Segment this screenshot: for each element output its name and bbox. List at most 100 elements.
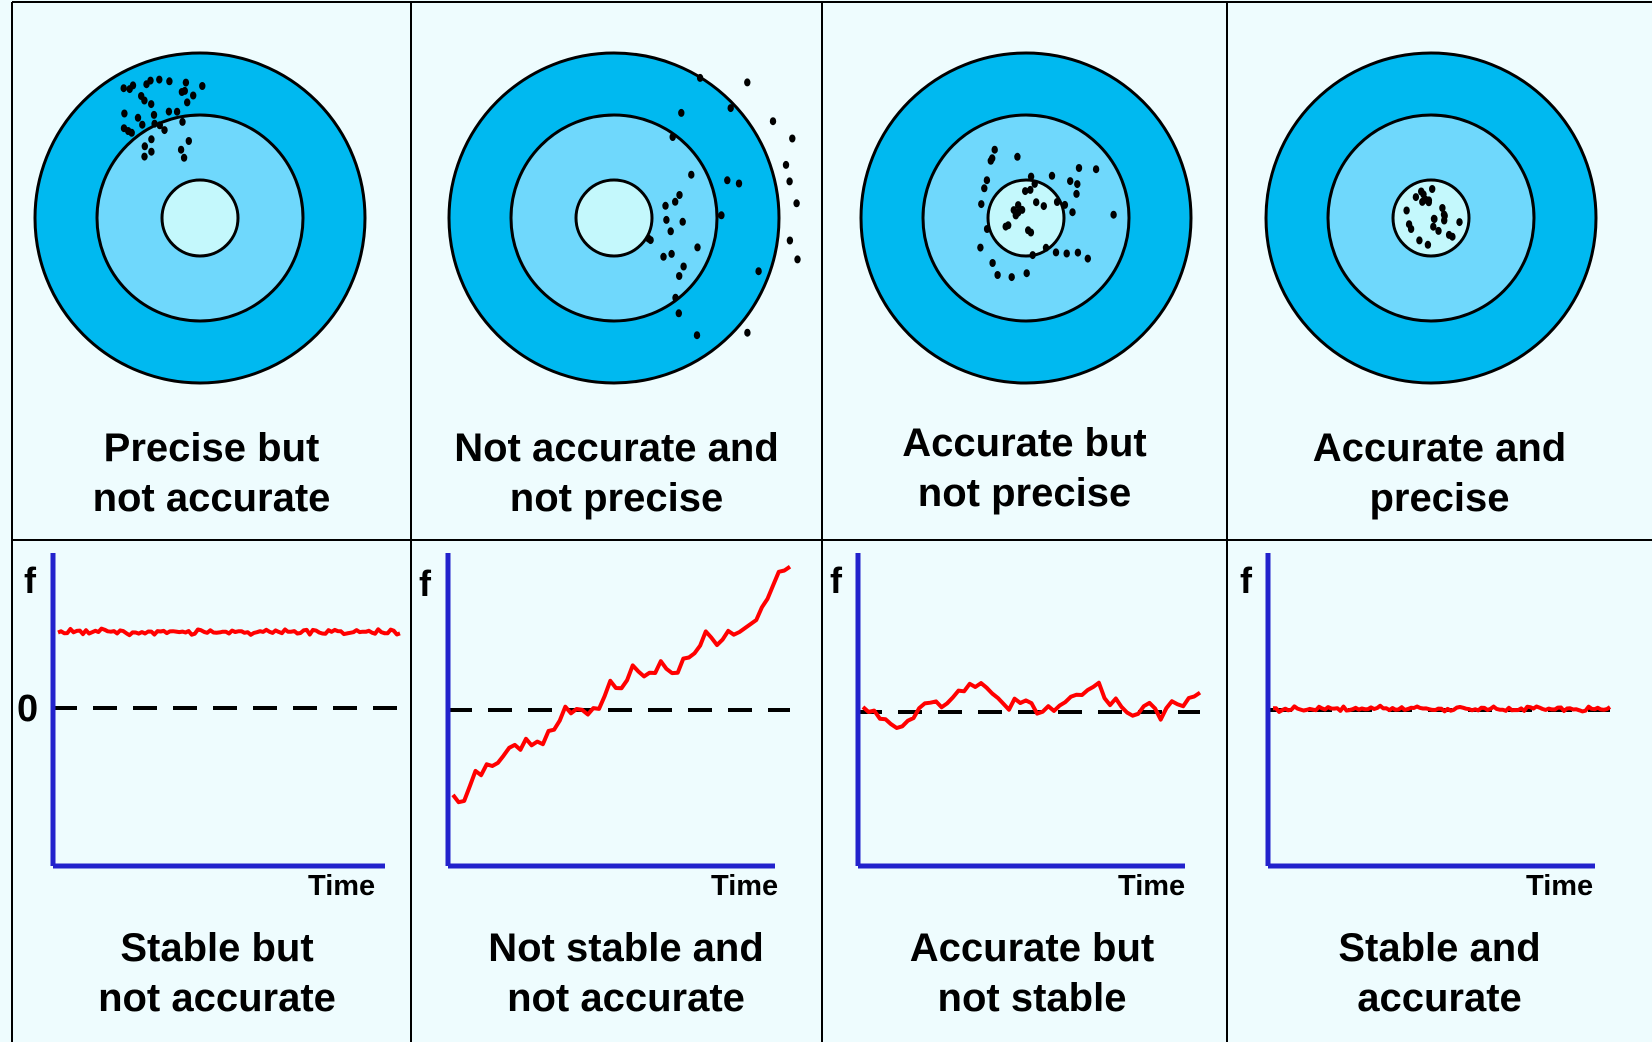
shot-dot xyxy=(166,77,172,85)
shot-dot xyxy=(978,200,984,208)
shot-dot xyxy=(668,227,674,235)
graph-caption-stable-and-accurate: Stable and accurate xyxy=(1227,923,1652,1023)
x-axis-label: Time xyxy=(1118,870,1185,903)
shot-dot xyxy=(1093,165,1099,173)
shot-dot xyxy=(183,79,189,87)
shot-dot xyxy=(676,309,682,317)
shot-dot xyxy=(670,133,676,141)
shot-dot xyxy=(1076,164,1082,172)
target-caption-line: Not accurate and xyxy=(411,423,822,473)
target-caption-line: not precise xyxy=(411,473,822,523)
target-caption-line: not accurate xyxy=(12,473,411,523)
shot-dot xyxy=(1064,250,1070,258)
shot-dot xyxy=(1023,269,1029,277)
shot-dot xyxy=(724,176,730,184)
shot-dot xyxy=(121,124,127,132)
shot-dot xyxy=(668,250,674,258)
shot-dot xyxy=(984,225,990,233)
shot-dot xyxy=(662,202,668,210)
graph-caption-line: Not stable and xyxy=(411,923,841,973)
shot-dot xyxy=(680,263,686,271)
shot-dot xyxy=(181,154,187,162)
shot-dot xyxy=(1053,248,1059,256)
shot-dot xyxy=(1425,241,1431,249)
shot-dot xyxy=(1067,177,1073,185)
graph-caption-line: not accurate xyxy=(12,973,422,1023)
shot-dot xyxy=(1009,273,1015,281)
shot-dot xyxy=(994,271,1000,279)
shot-dot xyxy=(680,218,686,226)
shot-dot xyxy=(676,272,682,280)
shot-dot xyxy=(694,243,700,251)
target-caption-not-accurate-not-precise: Not accurate and not precise xyxy=(411,423,822,523)
shot-dot xyxy=(728,104,734,112)
shot-dot xyxy=(1075,249,1081,257)
shot-dot xyxy=(1041,202,1047,210)
shot-dot xyxy=(1449,233,1455,241)
shot-dot xyxy=(1069,208,1075,216)
shot-dot xyxy=(1073,190,1079,198)
shot-dot xyxy=(755,267,761,275)
shot-dot xyxy=(141,153,147,161)
shot-dot xyxy=(190,92,196,100)
shot-dot xyxy=(1062,201,1068,209)
shot-dot xyxy=(1110,211,1116,219)
target-caption-accurate-not-precise: Accurate but not precise xyxy=(822,418,1227,518)
shot-dot xyxy=(179,118,185,126)
shot-dot xyxy=(789,135,795,143)
y-axis-label: f xyxy=(419,563,431,605)
target-caption-line: Precise but xyxy=(12,423,411,473)
shot-dot xyxy=(794,255,800,263)
shot-dot xyxy=(1043,244,1049,252)
shot-dot xyxy=(129,129,135,137)
shot-dot xyxy=(672,198,678,206)
y-axis-label: f xyxy=(24,560,36,602)
graph-caption-stable-not-accurate: Stable but not accurate xyxy=(12,923,422,1023)
shot-dot xyxy=(1413,193,1419,201)
shot-dot xyxy=(1030,251,1036,259)
target-3 xyxy=(861,53,1191,383)
shot-dot xyxy=(151,111,157,119)
shot-dot xyxy=(199,82,205,90)
shot-dot xyxy=(678,109,684,117)
shot-dot xyxy=(1022,187,1028,195)
graph-caption-accurate-not-stable: Accurate but not stable xyxy=(822,923,1242,1023)
graph-caption-line: Stable but xyxy=(12,923,422,973)
shot-dot xyxy=(736,180,742,188)
graph-caption-line: Accurate but xyxy=(822,923,1242,973)
shot-dot xyxy=(697,74,703,82)
shot-dot xyxy=(981,184,987,192)
target-caption-line: Accurate but xyxy=(822,418,1227,468)
shot-dot xyxy=(744,78,750,86)
shot-dot xyxy=(676,191,682,199)
x-axis-label: Time xyxy=(711,870,778,903)
shot-dot xyxy=(1439,204,1445,212)
shot-dot xyxy=(1429,185,1435,193)
y-axis-label: f xyxy=(830,560,842,602)
graph-caption-line: not stable xyxy=(822,973,1242,1023)
shot-dot xyxy=(148,135,154,143)
shot-dot xyxy=(1015,201,1021,209)
shot-dot xyxy=(647,236,653,244)
shot-dot xyxy=(1418,188,1424,196)
x-axis-label: Time xyxy=(1526,870,1593,903)
shot-dot xyxy=(744,329,750,337)
shot-dot xyxy=(142,142,148,150)
shot-dot xyxy=(1054,198,1060,206)
shot-dot xyxy=(770,117,776,125)
graph-caption-line: Stable and xyxy=(1227,923,1652,973)
shot-dot xyxy=(121,110,127,118)
shot-dot xyxy=(688,171,694,179)
shot-dot xyxy=(1032,180,1038,188)
shot-dot xyxy=(718,211,724,219)
shot-dot xyxy=(1431,215,1437,223)
shot-dot xyxy=(141,97,147,105)
shot-dot xyxy=(992,146,998,154)
shot-dot xyxy=(1403,207,1409,215)
shot-dot xyxy=(130,81,136,89)
shot-dot xyxy=(783,161,789,169)
shot-dot xyxy=(1033,198,1039,206)
shot-dot xyxy=(1015,209,1021,217)
graph-caption-line: accurate xyxy=(1227,973,1652,1023)
target-4 xyxy=(1266,53,1596,383)
